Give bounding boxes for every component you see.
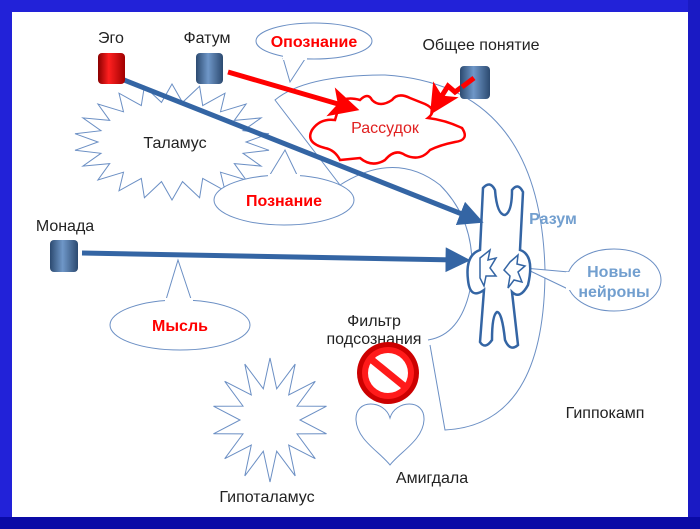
fatum-cylinder-icon [196, 53, 223, 84]
opoznanie-callout: Опознание [255, 22, 373, 84]
ego-label: Эго [98, 30, 124, 47]
new-neurons-label-2: нейроны [578, 284, 649, 301]
poznanie-callout: Познание [213, 148, 355, 226]
frame-shadow-right [688, 0, 700, 529]
arrow-tail-segment [460, 76, 476, 89]
filter-label-1: Фильтр [347, 313, 401, 330]
mysl-callout: Мысль [109, 258, 251, 351]
poznanie-label: Познание [246, 193, 322, 210]
amygdala-label: Амигдала [396, 470, 468, 487]
new-neurons-label-1: Новые [587, 264, 641, 281]
mysl-label: Мысль [152, 318, 208, 335]
amygdala-heart [355, 403, 425, 466]
ego-to-razum-arrow [123, 77, 484, 226]
razum-neuron [466, 183, 532, 349]
monada-label: Монада [36, 218, 94, 235]
frame-shadow-bottom [0, 517, 700, 529]
hypothalamus-starburst [213, 357, 327, 483]
general-concept-label: Общее понятие [422, 37, 539, 54]
hippocampus-label: Гиппокамп [566, 405, 645, 422]
ego-cylinder-icon [98, 53, 125, 84]
fatum-label: Фатум [183, 30, 230, 47]
general-concept-cylinder-icon [460, 66, 490, 99]
rassudok-label: Рассудок [351, 120, 420, 137]
neuron-burst-right [503, 253, 527, 289]
monada-cylinder-icon [50, 240, 78, 272]
hypothalamus-label: Гипоталамус [219, 489, 314, 506]
new-neurons-callout: Новые нейроны [523, 248, 662, 312]
opoznanie-label: Опознание [271, 34, 358, 51]
neuron-burst-left [479, 248, 498, 289]
talamus-starburst [74, 82, 270, 202]
razum-label: Разум [529, 211, 577, 228]
talamus-label: Таламус [143, 135, 206, 152]
monada-to-razum-arrow [81, 247, 471, 273]
no-entry-icon [357, 342, 419, 404]
fatum-to-rassudok-arrow [227, 69, 360, 117]
hippocampus-outline [274, 74, 546, 431]
